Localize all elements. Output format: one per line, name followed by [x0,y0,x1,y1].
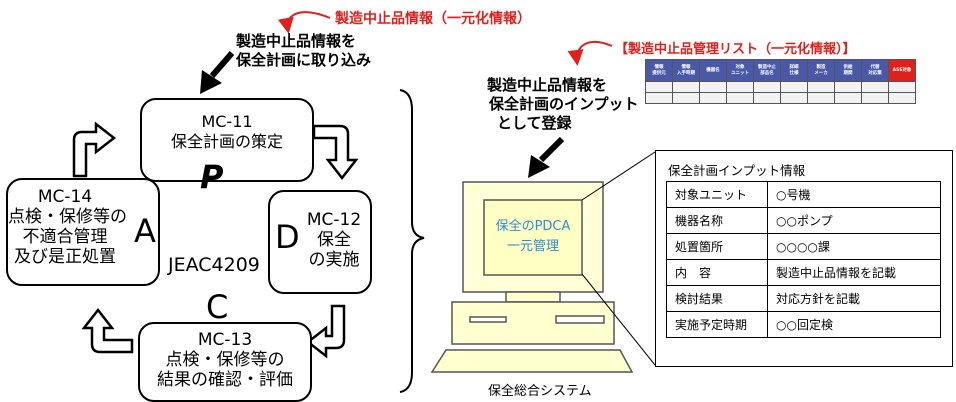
register-arrow-icon [528,136,565,178]
do-letter: D [275,218,300,256]
check-id: MC-13 [197,330,253,350]
act-box: MC-14 点検・保修等の 不適合管理 及び是正処置 [6,178,160,286]
import-note-line: 保全計画に取り込み [236,51,372,69]
plan-id: MC-11 [201,112,253,131]
red-arrow-top [277,11,331,34]
list-header-cell-ase: ASE対象 [888,59,916,82]
check-letter: C [206,288,229,326]
info-value: ○○回定検 [767,311,941,338]
check-label-1: 点検・保修等の [165,350,285,370]
do-label-2: の実施 [308,250,360,270]
input-info-panel: 保全計画インプット情報 対象ユニット ○号機 機器名称 ○○ポンプ 処置箇所 ○… [655,150,953,367]
register-note-line: 保全計画のインプット [489,95,639,113]
check-label-2: 結果の確認・評価 [157,370,293,390]
list-header-cell: 対象ユニット [726,59,754,82]
table-row: 機器名称 ○○ポンプ [666,207,941,234]
list-header-cell: 機器名 [699,59,727,82]
do-label-1: 保全 [317,230,351,250]
do-box: MC-12 保全 の実施 [268,190,372,294]
table-row: 対象ユニット ○号機 [666,181,941,208]
register-note-line: として登録 [497,114,572,132]
register-note-line: 製造中止品情報を [487,76,608,94]
computer-icon [430,181,634,373]
act-label-2: 不適合管理 [22,227,108,247]
info-table: 対象ユニット ○号機 機器名称 ○○ポンプ 処置箇所 ○○○○課 内 容 製造中… [666,181,941,338]
info-panel-title: 保全計画インプット情報 [668,163,806,178]
list-header-cell: 製造中止部品名 [753,59,781,82]
callout-line-bottom [581,273,656,366]
callout-line-top [581,151,656,201]
list-row [645,81,916,93]
plan-box: MC-11 保全計画の策定 [140,98,314,182]
info-value: ○○○○課 [767,233,941,260]
cycle-arrow-act-to-plan [72,121,117,178]
info-key: 内 容 [666,259,768,286]
list-header-cell: 製造メーカ [807,59,835,82]
table-row: 検討結果 対応方針を記載 [666,285,941,312]
list-row [645,92,916,104]
list-header-cell: 供給期間 [834,59,862,82]
info-key: 実施予定時期 [666,311,768,338]
list-header-cell: 情報入手時期 [672,59,700,82]
info-key: 機器名称 [666,207,768,234]
info-value: 対応方針を記載 [767,285,941,312]
cycle-arrow-plan-to-do [312,124,359,181]
info-key: 対象ユニット [666,181,768,208]
list-header-row: 情報提供元 情報入手時期 機器名 対象ユニット 製造中止部品名 詳細仕様 製造メ… [645,59,916,82]
list-header-cell: 詳細仕様 [780,59,808,82]
info-value: 製造中止品情報を記載 [767,259,941,286]
table-row: 実施予定時期 ○○回定検 [666,311,941,338]
table-row: 内 容 製造中止品情報を記載 [666,259,941,286]
do-id: MC-12 [306,210,362,230]
system-caption: 保全総合システム [488,384,592,399]
import-note: 製造中止品情報を 保全計画に取り込み [236,32,371,70]
top-annotation: 製造中止品情報（一元化情報） [335,11,531,27]
screen-line: 保全のPDCA [495,219,571,234]
act-letter: A [134,212,156,250]
act-label-3: 及び是正処置 [14,247,116,267]
register-note: 製造中止品情報を 保全計画のインプット として登録 [487,76,639,133]
import-arrow-icon [200,51,235,94]
check-box: MC-13 点検・保修等の 結果の確認・評価 [138,322,312,402]
info-value: ○号機 [767,181,941,208]
table-row: 処置箇所 ○○○○課 [666,233,941,260]
plan-label: 保全計画の策定 [170,132,283,151]
info-key: 検討結果 [666,285,768,312]
list-title: 【製造中止品管理リスト（一元化情報）】 [615,42,856,57]
screen-line: 一元管理 [506,239,559,254]
import-note-line: 製造中止品情報を [236,32,357,50]
management-list-table: 情報提供元 情報入手時期 機器名 対象ユニット 製造中止部品名 詳細仕様 製造メ… [645,59,916,104]
cycle-arrow-do-to-check [305,304,346,359]
act-id: MC-14 [37,187,93,207]
cycle-arrow-check-to-act [81,307,134,354]
info-key: 処置箇所 [666,233,768,260]
info-value: ○○ポンプ [767,207,941,234]
center-label: JEAC4209 [168,254,260,276]
screen-text: 保全のPDCA 一元管理 [484,217,582,257]
list-header-cell: 情報提供元 [645,59,673,82]
red-arrow-list [567,41,613,66]
list-header-cell: 代替対応策 [861,59,889,82]
brace [399,89,425,393]
act-label-1: 点検・保修等の [8,207,127,227]
plan-letter: P [200,158,224,196]
